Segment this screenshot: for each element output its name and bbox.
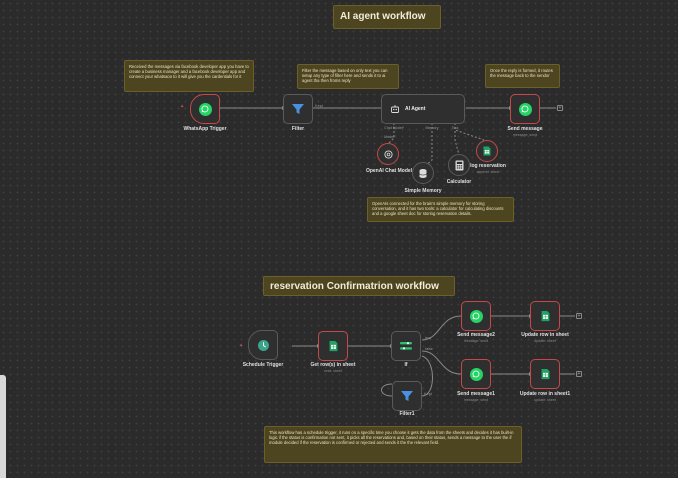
add-node-plus-icon[interactable]: + (576, 371, 582, 377)
whatsapp-trigger-label: WhatsApp Trigger (183, 126, 227, 132)
whatsapp-sticky-note[interactable]: Received the messages via facebook devel… (124, 60, 254, 92)
google-sheets-icon (329, 340, 337, 352)
chat-model-port: Chat Model* (384, 126, 404, 130)
whatsapp-icon (469, 309, 483, 323)
ai-agent-label: AI Agent (405, 106, 426, 112)
send-message2-label: Send message2 (457, 332, 495, 338)
add-node-plus-icon[interactable]: + (576, 313, 582, 319)
whatsapp-icon (469, 367, 483, 381)
send-message1-node[interactable] (461, 359, 491, 389)
get-rows-label: Get row(s) in sheet (310, 362, 356, 368)
reply-sticky-note[interactable]: Once the reply is formed, it routes the … (485, 64, 560, 88)
robot-icon (391, 105, 399, 113)
simple-memory-label: Simple Memory (404, 188, 442, 194)
workflow2-title[interactable]: reservation Confirmatrion workflow (263, 276, 455, 296)
filter1-node[interactable] (392, 381, 422, 411)
send-message-label: Send message (507, 126, 543, 132)
whatsapp-icon (518, 102, 532, 116)
update-row-label: Update row in sheet (521, 332, 569, 338)
agent-sticky-note[interactable]: OpenAIs connected for the brain's simple… (367, 197, 514, 222)
openai-icon (383, 149, 393, 159)
if-false-port: false (425, 347, 433, 351)
whatsapp-trigger-node[interactable] (190, 94, 220, 124)
if-true-port: true (424, 336, 432, 340)
get-rows-subtitle: read: sheet (324, 369, 342, 373)
simple-memory-node[interactable] (412, 162, 434, 184)
google-sheets-icon (541, 310, 549, 322)
ai-agent-node[interactable]: AI Agent (381, 94, 465, 124)
workflow2-sticky-note[interactable]: This workflow has a schedule trigger, it… (264, 426, 522, 463)
send-message2-node[interactable] (461, 301, 491, 331)
send-message2-subtitle: message: send (463, 339, 489, 343)
trigger-marker-icon: ✦ (239, 343, 244, 349)
add-node-plus-icon[interactable]: + (557, 105, 563, 111)
filter-sticky-note[interactable]: Filter the message based on only text yo… (297, 64, 399, 89)
update-row1-node[interactable] (530, 359, 560, 389)
filter-icon (292, 104, 304, 114)
calculator-icon (455, 160, 463, 170)
workflow1-title[interactable]: AI agent workflow (333, 5, 441, 29)
update-row-subtitle: update: sheet (534, 339, 556, 343)
update-row1-subtitle: update: sheet (534, 398, 556, 402)
schedule-trigger-label: Schedule Trigger (242, 362, 284, 368)
update-row1-label: Update row in sheet1 (519, 391, 571, 397)
openai-label: OpenAI Chat Model (365, 168, 413, 174)
log-reservation-node[interactable] (476, 140, 498, 162)
database-icon (419, 168, 427, 178)
calculator-node[interactable] (448, 154, 470, 176)
if-label: If (404, 362, 408, 368)
filter-icon (401, 391, 413, 401)
whatsapp-icon (198, 102, 212, 116)
calculator-label: Calculator (446, 179, 472, 185)
if-node[interactable] (391, 331, 421, 361)
openai-node[interactable] (377, 143, 399, 165)
clock-icon (257, 339, 269, 351)
log-reservation-label: log reservation (470, 163, 506, 169)
filter-node[interactable] (283, 94, 313, 124)
side-panel-handle[interactable] (0, 375, 6, 478)
trigger-marker-icon: ✦ (180, 104, 185, 110)
send-message1-subtitle: message: send (463, 398, 489, 402)
tool-port: Tool (451, 126, 459, 130)
google-sheets-icon (483, 146, 491, 156)
memory-port: Memory (425, 126, 439, 130)
google-sheets-icon (541, 368, 549, 380)
branch-icon (400, 342, 412, 350)
filter1-label: Filter1 (399, 411, 415, 417)
log-reservation-subtitle: append: sheet (476, 170, 500, 174)
send-message1-label: Send message1 (457, 391, 495, 397)
schedule-trigger-node[interactable] (248, 330, 278, 360)
get-rows-node[interactable] (318, 331, 348, 361)
send-message-subtitle: message: send (512, 133, 538, 137)
filter1-kept-port: Kept (424, 392, 432, 396)
filter-kept-port: Kept (315, 104, 323, 108)
update-row-node[interactable] (530, 301, 560, 331)
filter-label: Filter (291, 126, 305, 132)
send-message-node[interactable] (510, 94, 540, 124)
model-label: Model (384, 135, 394, 139)
